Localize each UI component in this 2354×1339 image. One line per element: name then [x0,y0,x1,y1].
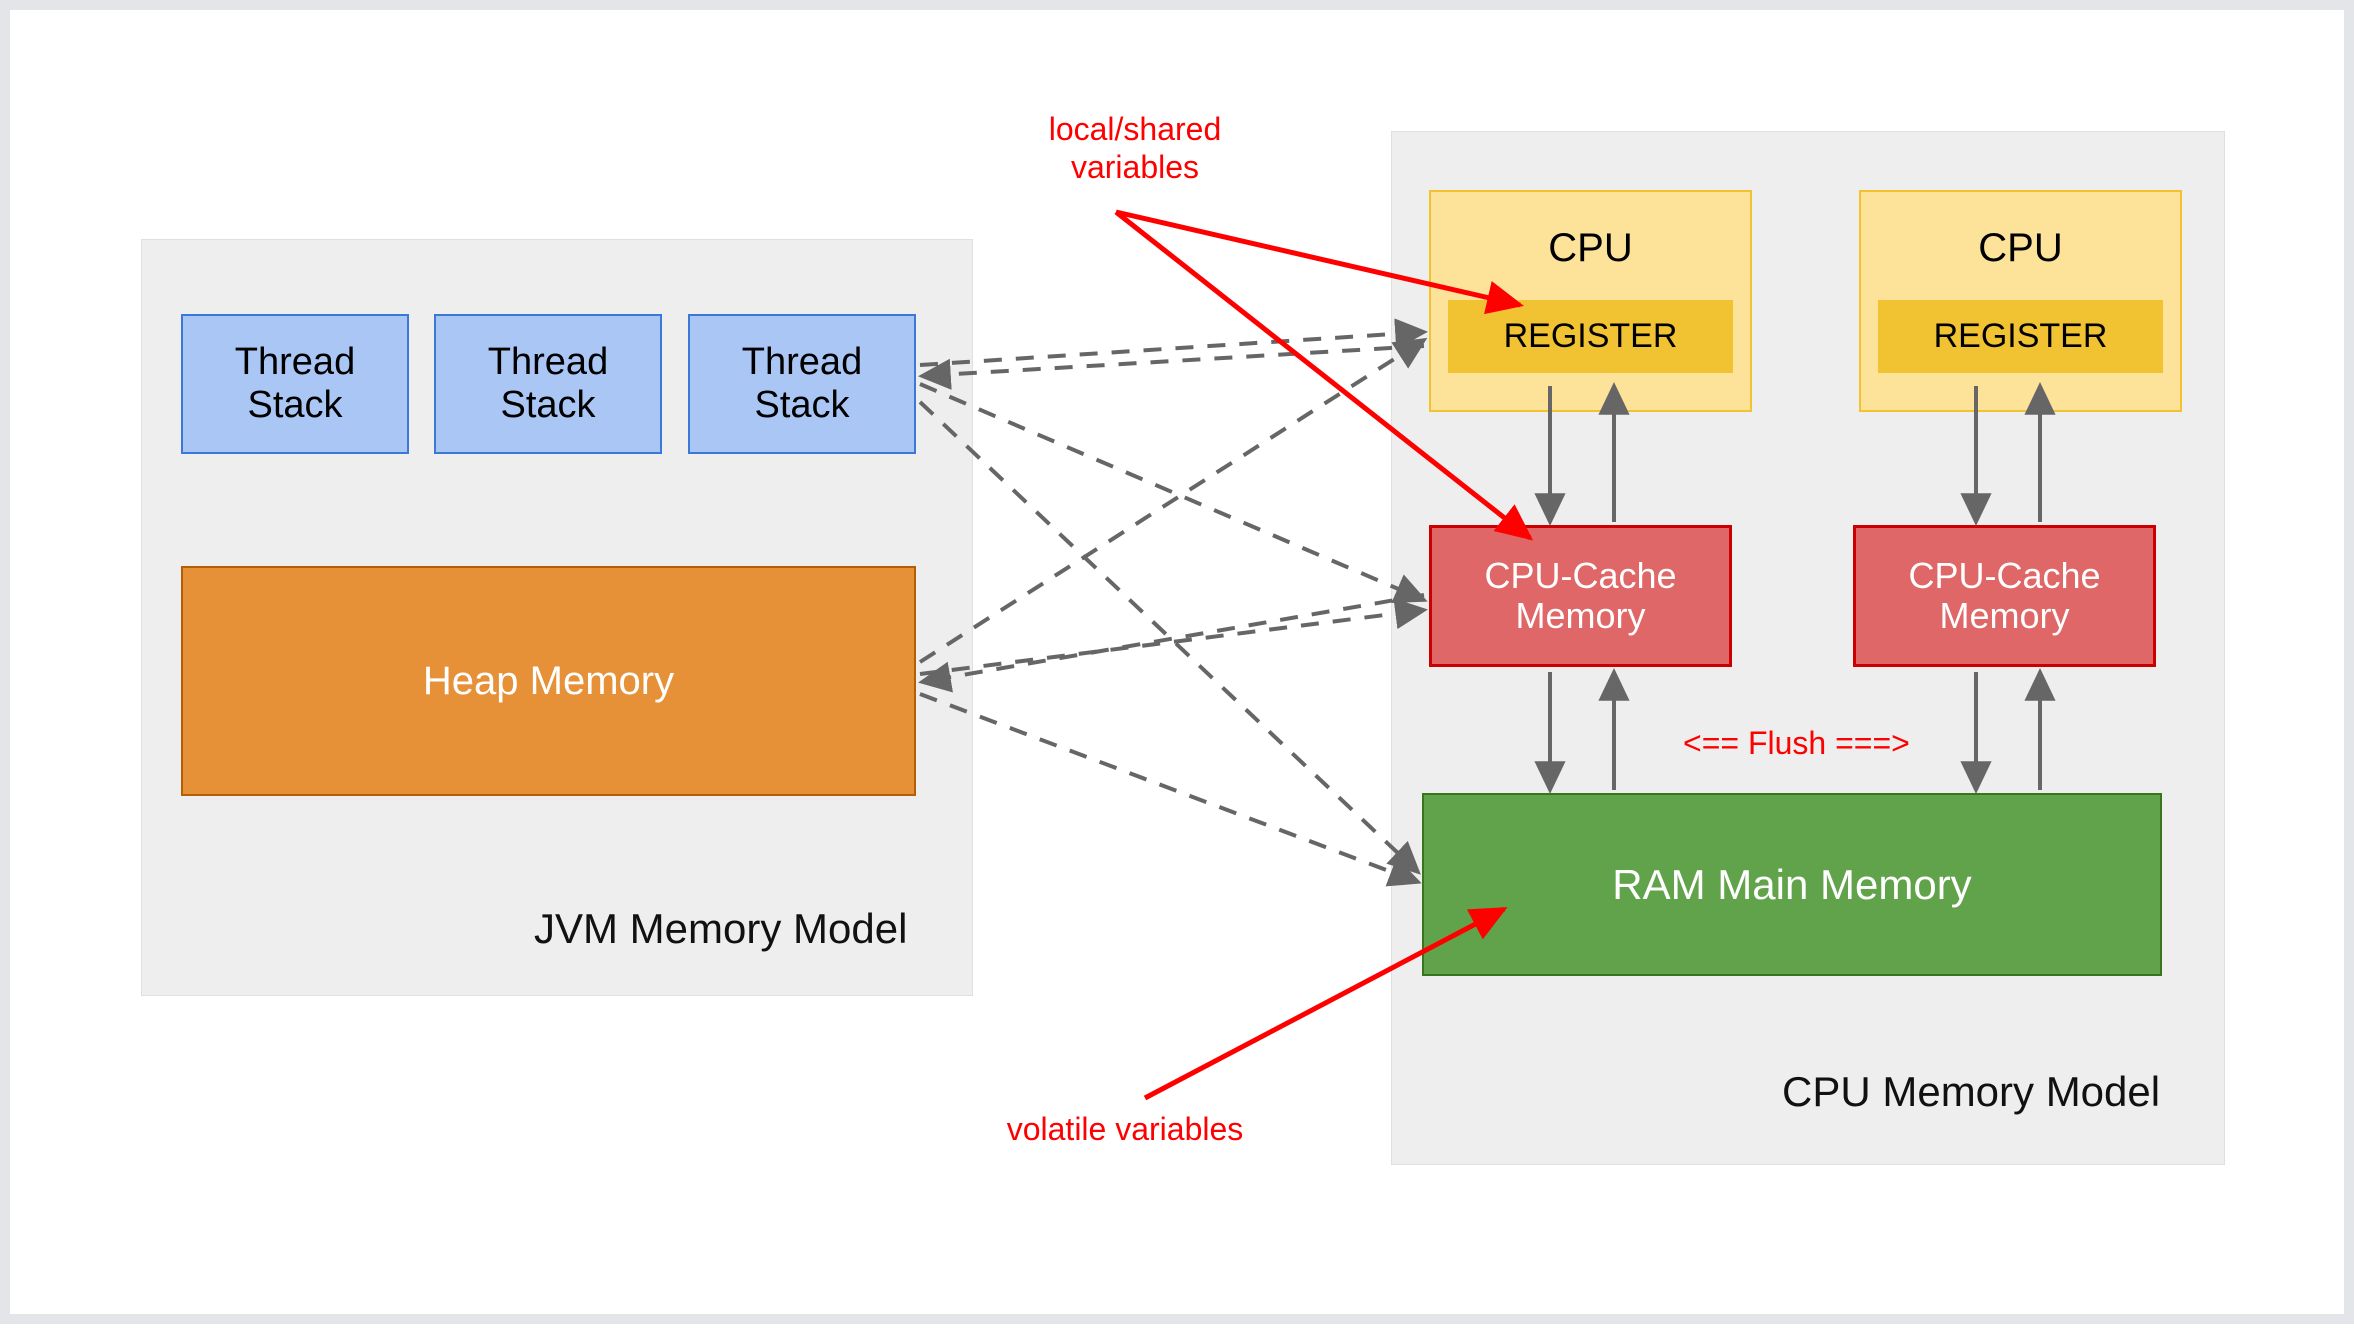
annotations-layer: local/shared variables volatile variable… [10,10,2354,1334]
cpu-cache-memory-box-2[interactable]: CPU-Cache Memory [1853,525,2156,667]
cpu-label-2: CPU [1978,226,2063,270]
cpu-memory-model-title: CPU Memory Model [1782,1068,2161,1115]
cpu-cache-memory-label-1: CPU-Cache Memory [1484,554,1677,636]
thread-stack-label-3: Thread Stack [741,341,863,426]
heap-memory-box[interactable]: Heap Memory [181,566,916,796]
register-box-2[interactable]: REGISTER [1878,300,2163,373]
ram-main-memory-label: RAM Main Memory [1612,860,1972,908]
annotation-volatile-variables: volatile variables [1006,1111,1244,1147]
ram-main-memory-box[interactable]: RAM Main Memory [1422,793,2162,976]
flush-label: <== Flush ===> [1683,725,1910,761]
thread-stack-box-1[interactable]: Thread Stack [181,314,409,454]
annotation-local-shared-variables: local/shared variables [1048,111,1222,186]
thread-stack-box-2[interactable]: Thread Stack [434,314,662,454]
thread-stack-label-1: Thread Stack [234,341,356,426]
register-label-1: REGISTER [1503,317,1678,356]
cpu-cache-memory-box-1[interactable]: CPU-Cache Memory [1429,525,1732,667]
thread-stack-label-2: Thread Stack [487,341,609,426]
register-label-2: REGISTER [1933,317,2108,356]
cpu-label-1: CPU [1548,226,1633,270]
thread-stack-box-3[interactable]: Thread Stack [688,314,916,454]
heap-memory-label: Heap Memory [422,658,675,703]
cpu-cache-memory-label-2: CPU-Cache Memory [1908,554,2101,636]
jvm-memory-model-title: JVM Memory Model [534,905,908,952]
